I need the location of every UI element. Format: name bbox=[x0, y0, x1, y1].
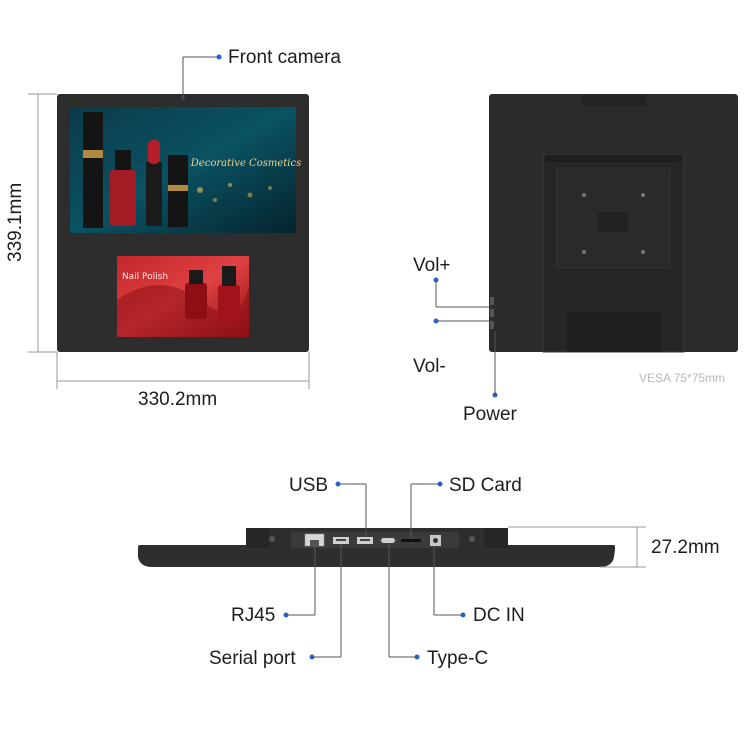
thickness-dimension-label: 27.2mm bbox=[651, 537, 720, 558]
vol-minus-label: Vol- bbox=[413, 356, 446, 377]
type-c-port bbox=[381, 538, 395, 543]
sd-card-slot bbox=[401, 539, 421, 542]
vol-plus-button bbox=[490, 297, 494, 305]
power-button bbox=[490, 321, 494, 329]
vesa-label: VESA 75*75mm bbox=[639, 371, 726, 385]
power-label: Power bbox=[463, 404, 517, 425]
width-dimension-label: 330.2mm bbox=[138, 389, 218, 410]
serial-port-label: Serial port bbox=[209, 648, 296, 669]
height-dimension-label: 339.1mm bbox=[5, 182, 26, 262]
lower-screen-subtitle: Nail Polish bbox=[122, 272, 168, 282]
vol-plus-label: Vol+ bbox=[413, 255, 451, 276]
bottom-view bbox=[138, 481, 646, 660]
usb-label: USB bbox=[289, 475, 329, 496]
camera-callout-dot bbox=[216, 54, 222, 60]
device-bottom-profile bbox=[138, 545, 615, 567]
vesa-plate bbox=[598, 212, 628, 232]
nail-polish-bottle bbox=[185, 283, 207, 319]
cosmetic-bottle bbox=[146, 162, 162, 226]
sd-card-label: SD Card bbox=[449, 475, 522, 496]
cosmetic-bottle bbox=[83, 112, 103, 228]
rj45-label: RJ45 bbox=[231, 605, 276, 626]
dc-in-label: DC IN bbox=[473, 605, 525, 626]
front-view: Decorative Cosmetics Nail Polish bbox=[28, 54, 310, 389]
cosmetic-bottle bbox=[110, 170, 136, 226]
vol-minus-button bbox=[490, 309, 494, 317]
nail-polish-bottle bbox=[218, 285, 240, 321]
type-c-label: Type-C bbox=[427, 648, 489, 669]
back-view bbox=[433, 94, 738, 398]
front-camera-label: Front camera bbox=[228, 47, 341, 68]
upper-screen-subtitle: Decorative Cosmetics bbox=[190, 158, 301, 169]
